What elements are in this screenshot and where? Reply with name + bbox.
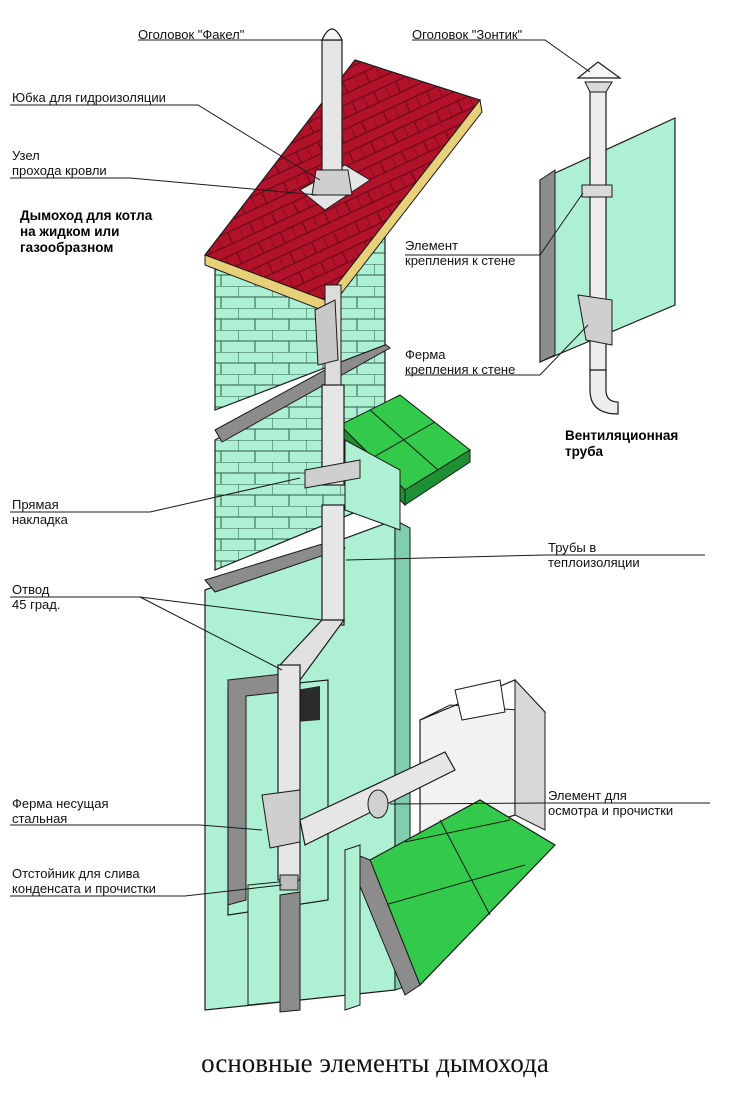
- label-ferma-krepleniya: Ферма крепления к стене: [405, 347, 516, 377]
- leader-lines: [10, 39, 710, 897]
- ventilation-wall: [539, 61, 676, 415]
- label-element-osmotra: Элемент для осмотра и прочистки: [548, 788, 674, 818]
- label-ferma-nesushchaya: Ферма несущая стальная: [12, 796, 109, 826]
- diagram-caption: основные элементы дымохода: [201, 1048, 549, 1078]
- label-pryamaya: Прямая накладка: [12, 497, 68, 527]
- label-truby: Трубы в теплоизоляции: [548, 540, 640, 570]
- label-uzel: Узел прохода кровли: [12, 148, 107, 178]
- main-wall: [204, 519, 411, 1013]
- main-pipe: [261, 28, 456, 891]
- label-yubka: Юбка для гидроизоляции: [12, 90, 166, 105]
- label-otstoynik: Отстойник для слива конденсата и прочист…: [12, 866, 156, 896]
- label-ventilyatsionnaya: Вентиляционная труба: [565, 428, 679, 459]
- label-ogolovok-fakel: Оголовок "Факел": [138, 27, 245, 42]
- label-dymokhod-title: Дымоход для котла на жидком или газообра…: [20, 208, 153, 255]
- label-element-krepleniya: Элемент крепления к стене: [405, 238, 516, 268]
- label-ogolovok-zontik: Оголовок "Зонтик": [412, 27, 523, 42]
- right-floor: [344, 799, 556, 1011]
- label-otvod: Отвод 45 град.: [12, 582, 61, 612]
